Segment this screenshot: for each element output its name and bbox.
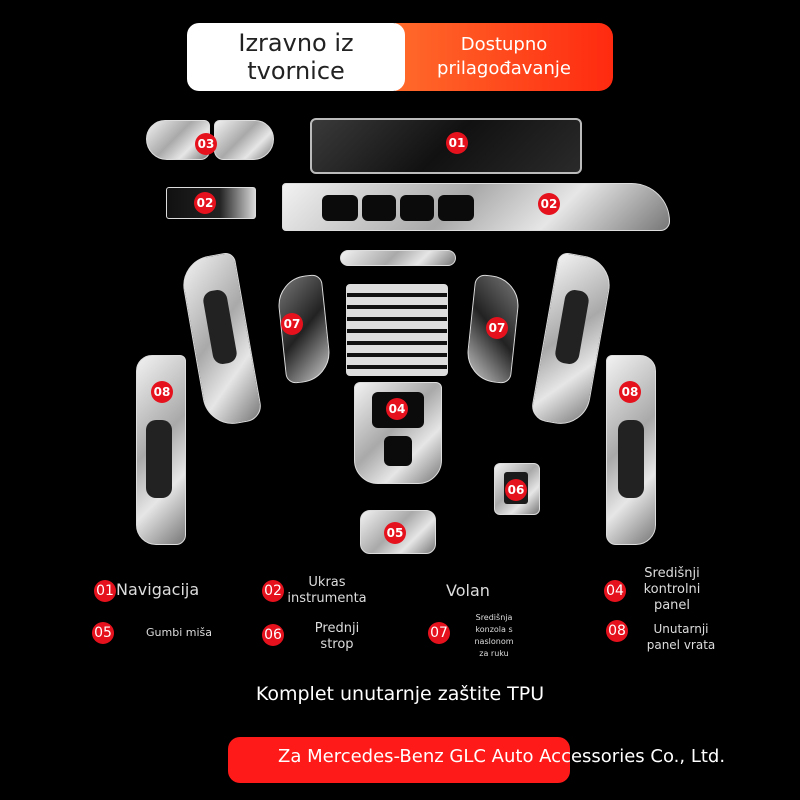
badge-05: 05 — [384, 522, 406, 544]
badge-03: 03 — [195, 133, 217, 155]
legend-label-05: Gumbi miša — [146, 626, 212, 639]
legend-num-08: 08 — [606, 620, 628, 642]
console-slats-film — [346, 284, 448, 376]
footer-banner — [228, 737, 570, 783]
legend-label-04: Središnji kontrolni panel — [643, 566, 701, 613]
badge-02a: 02 — [194, 192, 216, 214]
legend-label-06: Prednji strop — [314, 621, 360, 652]
legend-num-01: 01 — [94, 580, 116, 602]
vent-strip-film — [340, 250, 456, 266]
legend-num-07: 07 — [428, 622, 450, 644]
badge-08b: 08 — [619, 381, 641, 403]
badge-02b: 02 — [538, 193, 560, 215]
legend-num-02: 02 — [262, 580, 284, 602]
badge-06: 06 — [505, 479, 527, 501]
legend-label-07: Središnja konzola s naslonom za ruku — [474, 613, 514, 658]
custom-option-tab[interactable]: Dostupno prilagođavanje — [395, 23, 613, 91]
product-title: Komplet unutarnje zaštite TPU — [255, 683, 545, 705]
factory-direct-label: Izravno iz tvornice — [238, 29, 354, 85]
legend-label-02: Ukras instrumenta — [287, 575, 367, 606]
badge-08a: 08 — [151, 381, 173, 403]
instrument-trim-long — [282, 183, 670, 231]
legend-label-03: Volan — [446, 581, 490, 600]
custom-option-label: Dostupno prilagođavanje — [437, 34, 571, 79]
legend-label-08: Unutarnji panel vrata — [646, 622, 716, 652]
legend-label-01: Navigacija — [116, 580, 200, 599]
steering-button-film-right — [214, 120, 274, 160]
badge-04: 04 — [386, 398, 408, 420]
footer-text: Za Mercedes-Benz GLC Auto Accessories Co… — [278, 746, 726, 767]
legend-num-05: 05 — [92, 622, 114, 644]
badge-07b: 07 — [486, 317, 508, 339]
badge-01: 01 — [446, 132, 468, 154]
legend-num-04: 04 — [604, 580, 626, 602]
badge-07a: 07 — [281, 313, 303, 335]
factory-direct-tab[interactable]: Izravno iz tvornice — [187, 23, 405, 91]
legend-num-06: 06 — [262, 624, 284, 646]
